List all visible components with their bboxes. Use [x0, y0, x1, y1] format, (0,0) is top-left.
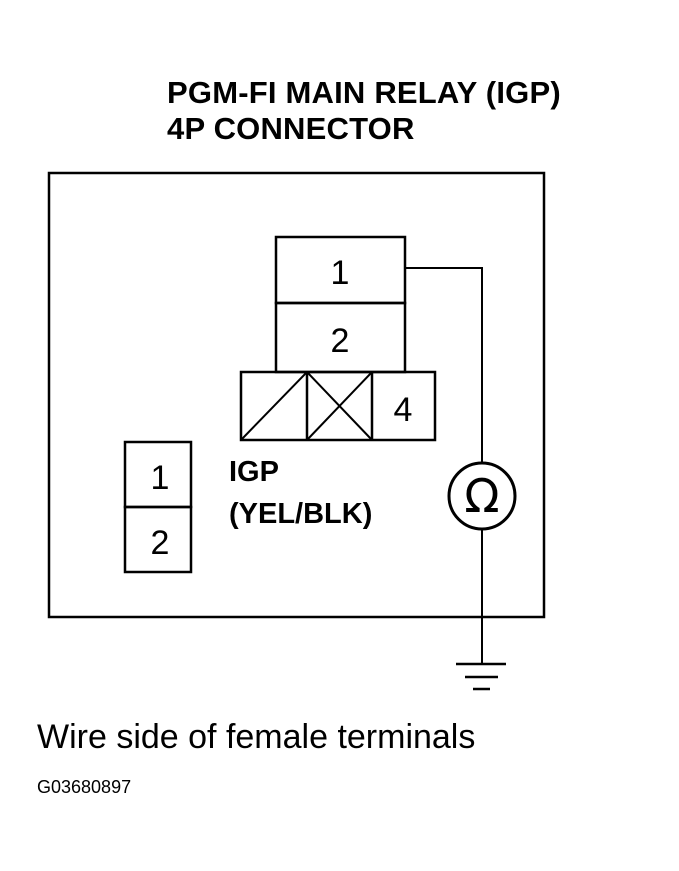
diagram-caption: Wire side of female terminals	[37, 718, 476, 756]
terminal-key-box-2	[123, 505, 193, 574]
unused-cavity-mark	[240, 371, 308, 441]
connector-lower-row	[239, 370, 437, 442]
cavity-2-number: 2	[331, 322, 350, 360]
terminal-key-number-1: 1	[151, 459, 170, 497]
diagram-title-line-1: PGM-FI MAIN RELAY (IGP)	[167, 75, 561, 110]
ohm-icon: Ω	[464, 469, 499, 523]
figure-id: G03680897	[37, 777, 132, 797]
wire-color-label: (YEL/BLK)	[229, 498, 373, 530]
connector-frame	[47, 171, 546, 619]
probe-wire	[405, 267, 483, 463]
unused-cavity-x-b	[306, 371, 373, 441]
cavity-4-number: 4	[394, 391, 413, 429]
cavity-1-number: 1	[331, 254, 350, 292]
terminal-key-number-2: 2	[151, 524, 170, 562]
diagram-title-line-2: 4P CONNECTOR	[167, 111, 415, 146]
ground-icon	[456, 662, 506, 691]
wire-code-label: IGP	[229, 456, 279, 488]
